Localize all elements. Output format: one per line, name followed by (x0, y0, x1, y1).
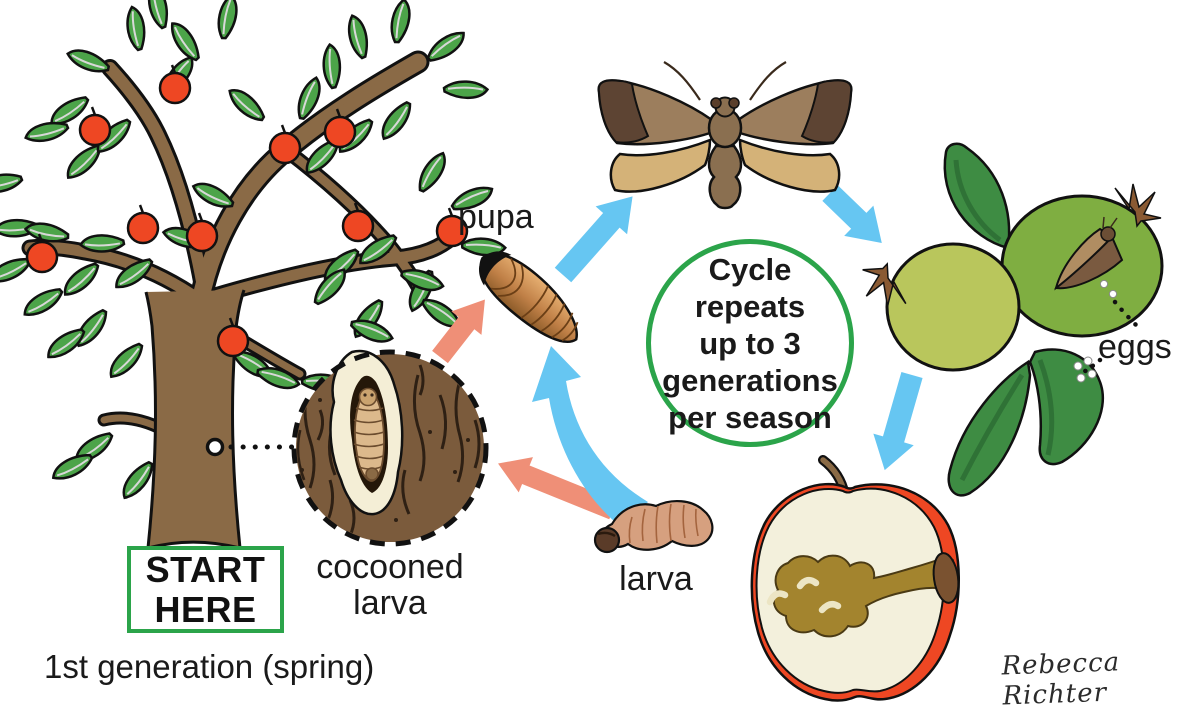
exit-hole-frass (932, 552, 960, 604)
young-fruit-cluster (862, 142, 1164, 497)
moth-wing-tip (597, 79, 650, 144)
adult-moth (597, 60, 853, 210)
top-leaf (943, 142, 1011, 250)
cycle-note-circle: Cycle repeats up to 3 generations per se… (646, 239, 854, 447)
pupa-label: pupa (458, 198, 534, 236)
moth-on-fruit (1054, 216, 1124, 291)
moth-eye (728, 97, 740, 109)
moth-hindwing (609, 138, 712, 193)
tree-trunk (146, 290, 244, 548)
calyx-left (862, 262, 907, 307)
generation-caption: 1st generation (spring) (44, 648, 375, 685)
arrow-cocoon-to-pupa (432, 299, 485, 364)
larva-head (593, 526, 621, 554)
pupa-figure (479, 251, 579, 344)
apple-tree (0, 0, 508, 550)
eggs-leader-dots-lower (1079, 357, 1103, 376)
cocooned-larva-label: cocooned larva (316, 548, 464, 622)
moth-eye (710, 97, 722, 109)
arrow-larva-to-cocoon (498, 457, 617, 520)
cocooned-larva-inset (291, 349, 489, 547)
arrow-larva-to-pupa-curved (532, 346, 648, 528)
damaged-apple (750, 455, 960, 702)
larva-label: larva (619, 560, 693, 598)
artist-signature: Rebecca Richter (1001, 647, 1121, 706)
green-fruit-left (885, 242, 1021, 372)
start-here-box: START HERE (127, 546, 284, 633)
larva-figure (593, 500, 714, 554)
moth-abdomen (707, 144, 743, 210)
eggs-label: eggs (1098, 328, 1172, 366)
moth-antenna (663, 61, 701, 101)
pupa-head-cap (479, 251, 512, 286)
arrow-moth-to-fruit (822, 185, 882, 244)
arrow-fruit-to-apple (873, 371, 923, 471)
cocooned-larva-figure (353, 387, 385, 482)
egg-dots (1073, 279, 1118, 383)
tunnel-larvae (766, 576, 842, 614)
arrow-pupa-to-moth (554, 196, 633, 283)
eggs-leader-dots-upper (1112, 299, 1144, 333)
inset-dashed-ring (291, 349, 489, 547)
larval-tunnel (772, 554, 958, 638)
calyx-right (1114, 183, 1162, 228)
trunk-detail-marker (205, 437, 225, 457)
